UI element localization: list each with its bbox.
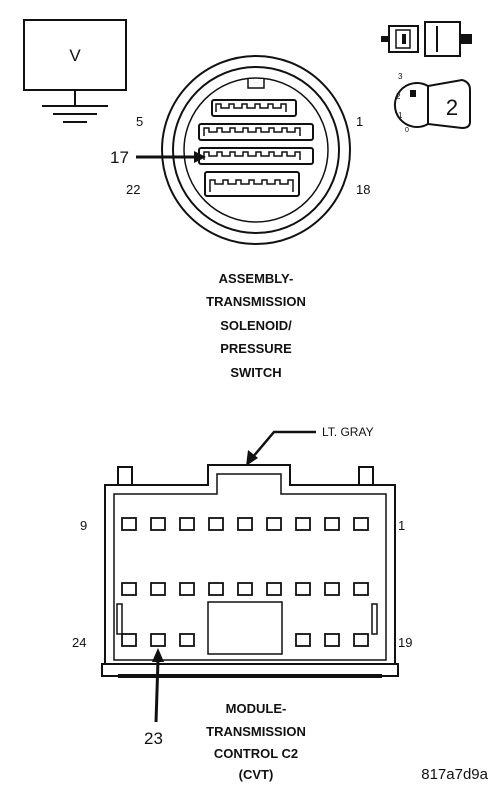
callout-arrow-icon [136,151,206,163]
ignition-key-icon: 3 2 1 0 2 [393,72,471,134]
key-selected-position: 2 [446,95,458,120]
pin-label-bottom-left: 22 [126,182,140,197]
pin-label-top-left: 5 [136,114,143,129]
pin-row-2 [198,123,314,141]
solenoid-connector: 5 1 22 18 17 [110,55,370,245]
cavity-row-3 [121,633,369,647]
caption-line: TRANSMISSION [206,294,306,309]
pin-label-bottom-right: 18 [356,182,370,197]
pin-label-top-left: 9 [80,518,87,533]
callout-arrow-icon [152,648,164,723]
caption-line: MODULE- [226,701,287,716]
ground-icon [42,90,108,123]
pin-label-top-right: 1 [398,518,405,533]
connector-plug-icon [381,21,472,57]
connector-color-label: LT. GRAY [322,425,374,439]
connector-inner-ring [172,66,340,234]
caption-line: SOLENOID/ [220,318,292,333]
pin-callout-label: 23 [144,729,163,748]
caption-line: SWITCH [230,365,281,380]
tcm-connector-caption: MODULE- TRANSMISSION CONTROL C2 (CVT) [206,701,306,782]
caption-line: ASSEMBLY- [219,271,294,286]
cavity-row-2 [121,582,369,596]
pin-row-3 [198,147,314,165]
solenoid-connector-caption: ASSEMBLY- TRANSMISSION SOLENOID/ PRESSUR… [206,271,306,380]
pin-label-bottom-left: 24 [72,635,86,650]
tcm-connector: LT. GRAY [72,425,412,748]
color-label-arrow-icon [246,430,316,466]
figure-code: 817a7d9a [421,766,488,783]
pin-row-4 [204,171,300,197]
key-position-1: 1 [398,111,403,120]
pin-callout-label: 17 [110,148,129,167]
caption-line: PRESSURE [220,341,292,356]
caption-line: (CVT) [239,767,274,782]
pin-label-top-right: 1 [356,114,363,129]
caption-line: TRANSMISSION [206,724,306,739]
pin-row-1 [211,99,297,117]
pin-label-bottom-right: 19 [398,635,412,650]
key-position-3: 3 [398,72,403,81]
voltmeter: V [23,19,127,123]
key-position-2: 2 [396,92,401,101]
caption-line: CONTROL C2 [214,746,298,761]
voltmeter-symbol: V [69,46,81,65]
key-position-0: 0 [405,127,409,134]
connector-face [183,77,329,223]
cavity-row-1 [121,517,369,531]
